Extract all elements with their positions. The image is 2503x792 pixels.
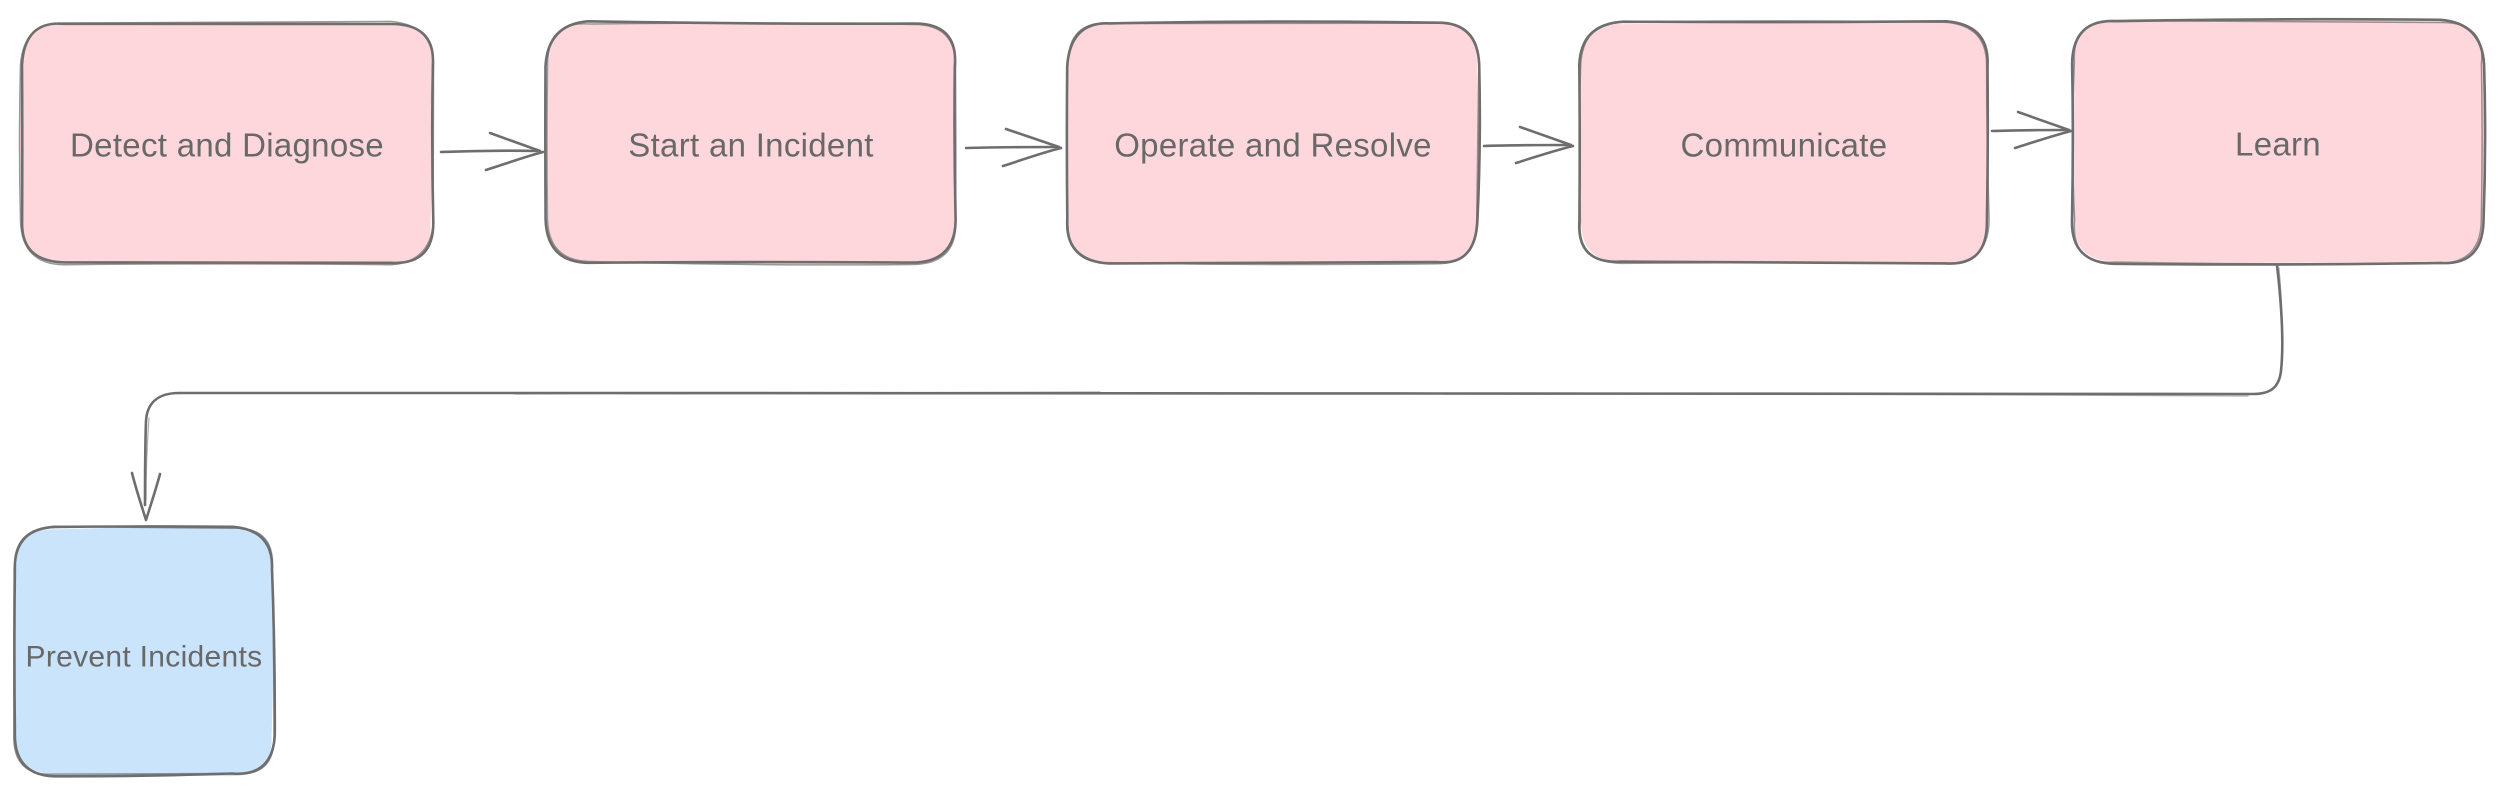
- arrow-communicate-to-learn[interactable]: [1990, 110, 2073, 150]
- node-shape: [19, 21, 434, 266]
- arrowhead-right-icon: [2013, 110, 2073, 150]
- node-outline-sketch: [1065, 22, 1480, 266]
- arrowhead-right-icon: [1514, 125, 1575, 165]
- arrowhead-right-icon: [1001, 127, 1063, 168]
- arrow-shaft: [439, 149, 539, 154]
- node-shape: [547, 22, 957, 265]
- node-shape: [1066, 21, 1480, 265]
- node-label: Start an Incident: [628, 127, 873, 164]
- node-outline-sketch: [2071, 19, 2483, 265]
- arrowhead-down-icon: [130, 471, 162, 522]
- node-shape: [1579, 21, 1989, 264]
- node-prevent-incidents[interactable]: Prevent Incidents: [13, 525, 277, 778]
- node-operate-and-resolve[interactable]: Operate and Resolve: [1065, 20, 1482, 266]
- node-label: Detect and Diagnose: [70, 127, 384, 164]
- node-label: Communicate: [1681, 127, 1888, 164]
- node-outline: [20, 22, 435, 265]
- node-shape: [2071, 18, 2485, 263]
- arrow-shaft: [964, 145, 1058, 150]
- node-label: Prevent Incidents: [26, 641, 263, 674]
- arrow-start-to-operate[interactable]: [964, 127, 1063, 168]
- node-outline-sketch: [1578, 20, 1990, 265]
- node-outline-sketch: [18, 20, 435, 266]
- node-outline-sketch: [13, 525, 275, 775]
- node-outline-sketch: [546, 22, 957, 266]
- arrowhead-right-icon: [484, 131, 545, 172]
- connector-sketch-pass: [145, 267, 2283, 501]
- node-shape: [14, 527, 274, 777]
- arrow-detect-to-start[interactable]: [439, 131, 545, 172]
- node-label: Operate and Resolve: [1114, 127, 1432, 164]
- node-learn[interactable]: Learn: [2070, 17, 2487, 266]
- arrow-shaft: [1990, 128, 2069, 133]
- connector-learn-to-prevent[interactable]: [130, 263, 2284, 522]
- connector-path: [143, 263, 2284, 507]
- node-communicate[interactable]: Communicate: [1578, 20, 1990, 265]
- arrow-shaft: [1482, 143, 1571, 148]
- node-start-an-incident[interactable]: Start an Incident: [544, 20, 957, 266]
- arrow-operate-to-communicate[interactable]: [1482, 125, 1575, 165]
- node-detect-and-diagnose[interactable]: Detect and Diagnose: [18, 20, 435, 266]
- node-label: Learn: [2235, 126, 2321, 163]
